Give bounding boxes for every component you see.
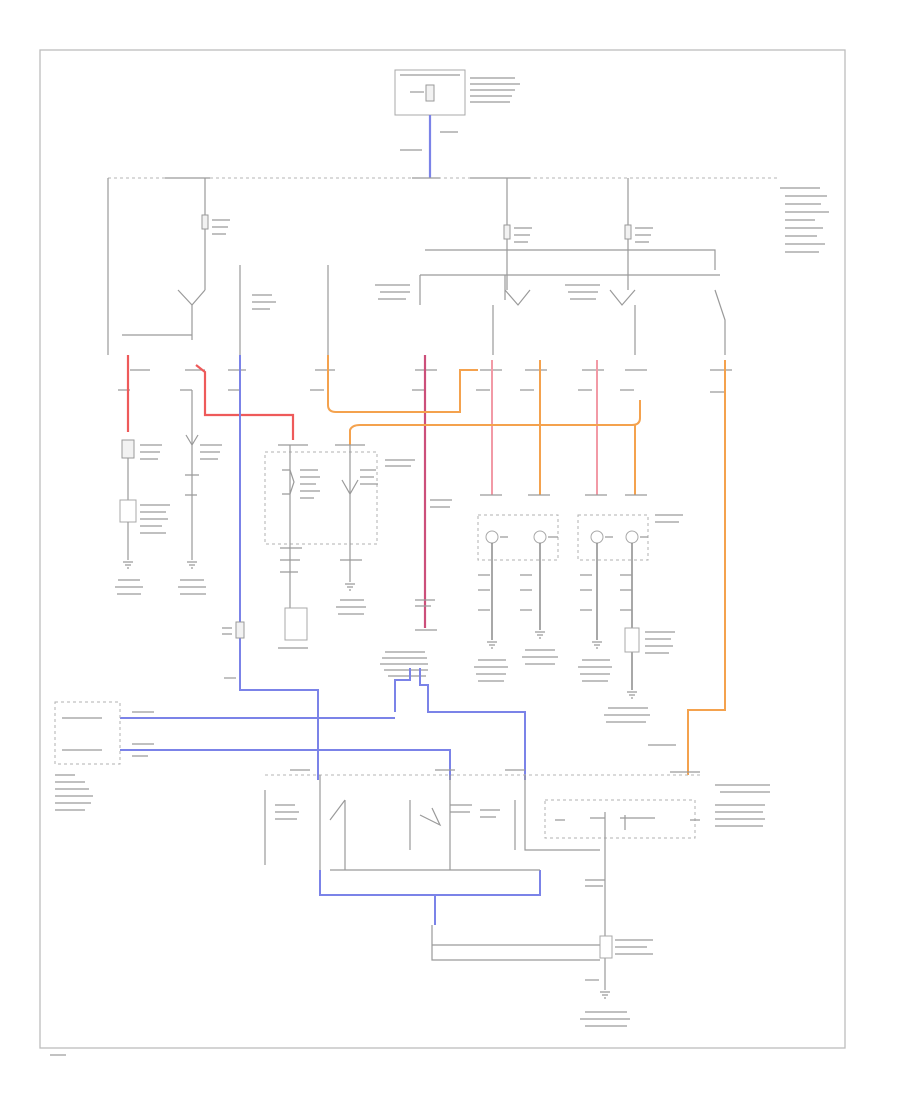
bulb-icon	[533, 530, 547, 544]
left-control-module	[54, 701, 154, 811]
lower-switch-bus	[264, 769, 700, 871]
top-power-source	[394, 69, 520, 116]
center-dashed-module	[264, 444, 415, 649]
left-fuse-feed	[122, 178, 276, 355]
switch-contact-icon	[329, 799, 346, 821]
red-wire-group	[126, 355, 295, 440]
orange-wire-group	[327, 355, 726, 775]
connector-row-top	[118, 369, 732, 393]
left-second-lamp	[178, 390, 222, 595]
relay-coil-icon	[119, 499, 137, 523]
ground-symbol-icon	[123, 561, 133, 569]
bulb-icon	[185, 434, 199, 447]
diagram-frame	[39, 49, 846, 1049]
right-lower-assembly	[431, 784, 770, 1027]
source-feed-label	[400, 131, 458, 151]
left-lamp-assembly	[115, 439, 170, 595]
bulb-icon	[625, 530, 639, 544]
fuse-icon	[121, 439, 135, 459]
right-lamp-dashed-box	[430, 494, 683, 746]
center-label-block	[380, 599, 437, 677]
blue-wire-switch-fuse	[222, 621, 245, 679]
center-right-fuse-feeds	[327, 178, 726, 355]
switch-contact-icon	[419, 807, 442, 827]
main-bus	[107, 177, 829, 355]
blue-wire-group	[120, 355, 541, 925]
fuse-icon	[201, 214, 209, 230]
bulb-icon	[590, 530, 604, 544]
bulb-icon	[485, 530, 499, 544]
